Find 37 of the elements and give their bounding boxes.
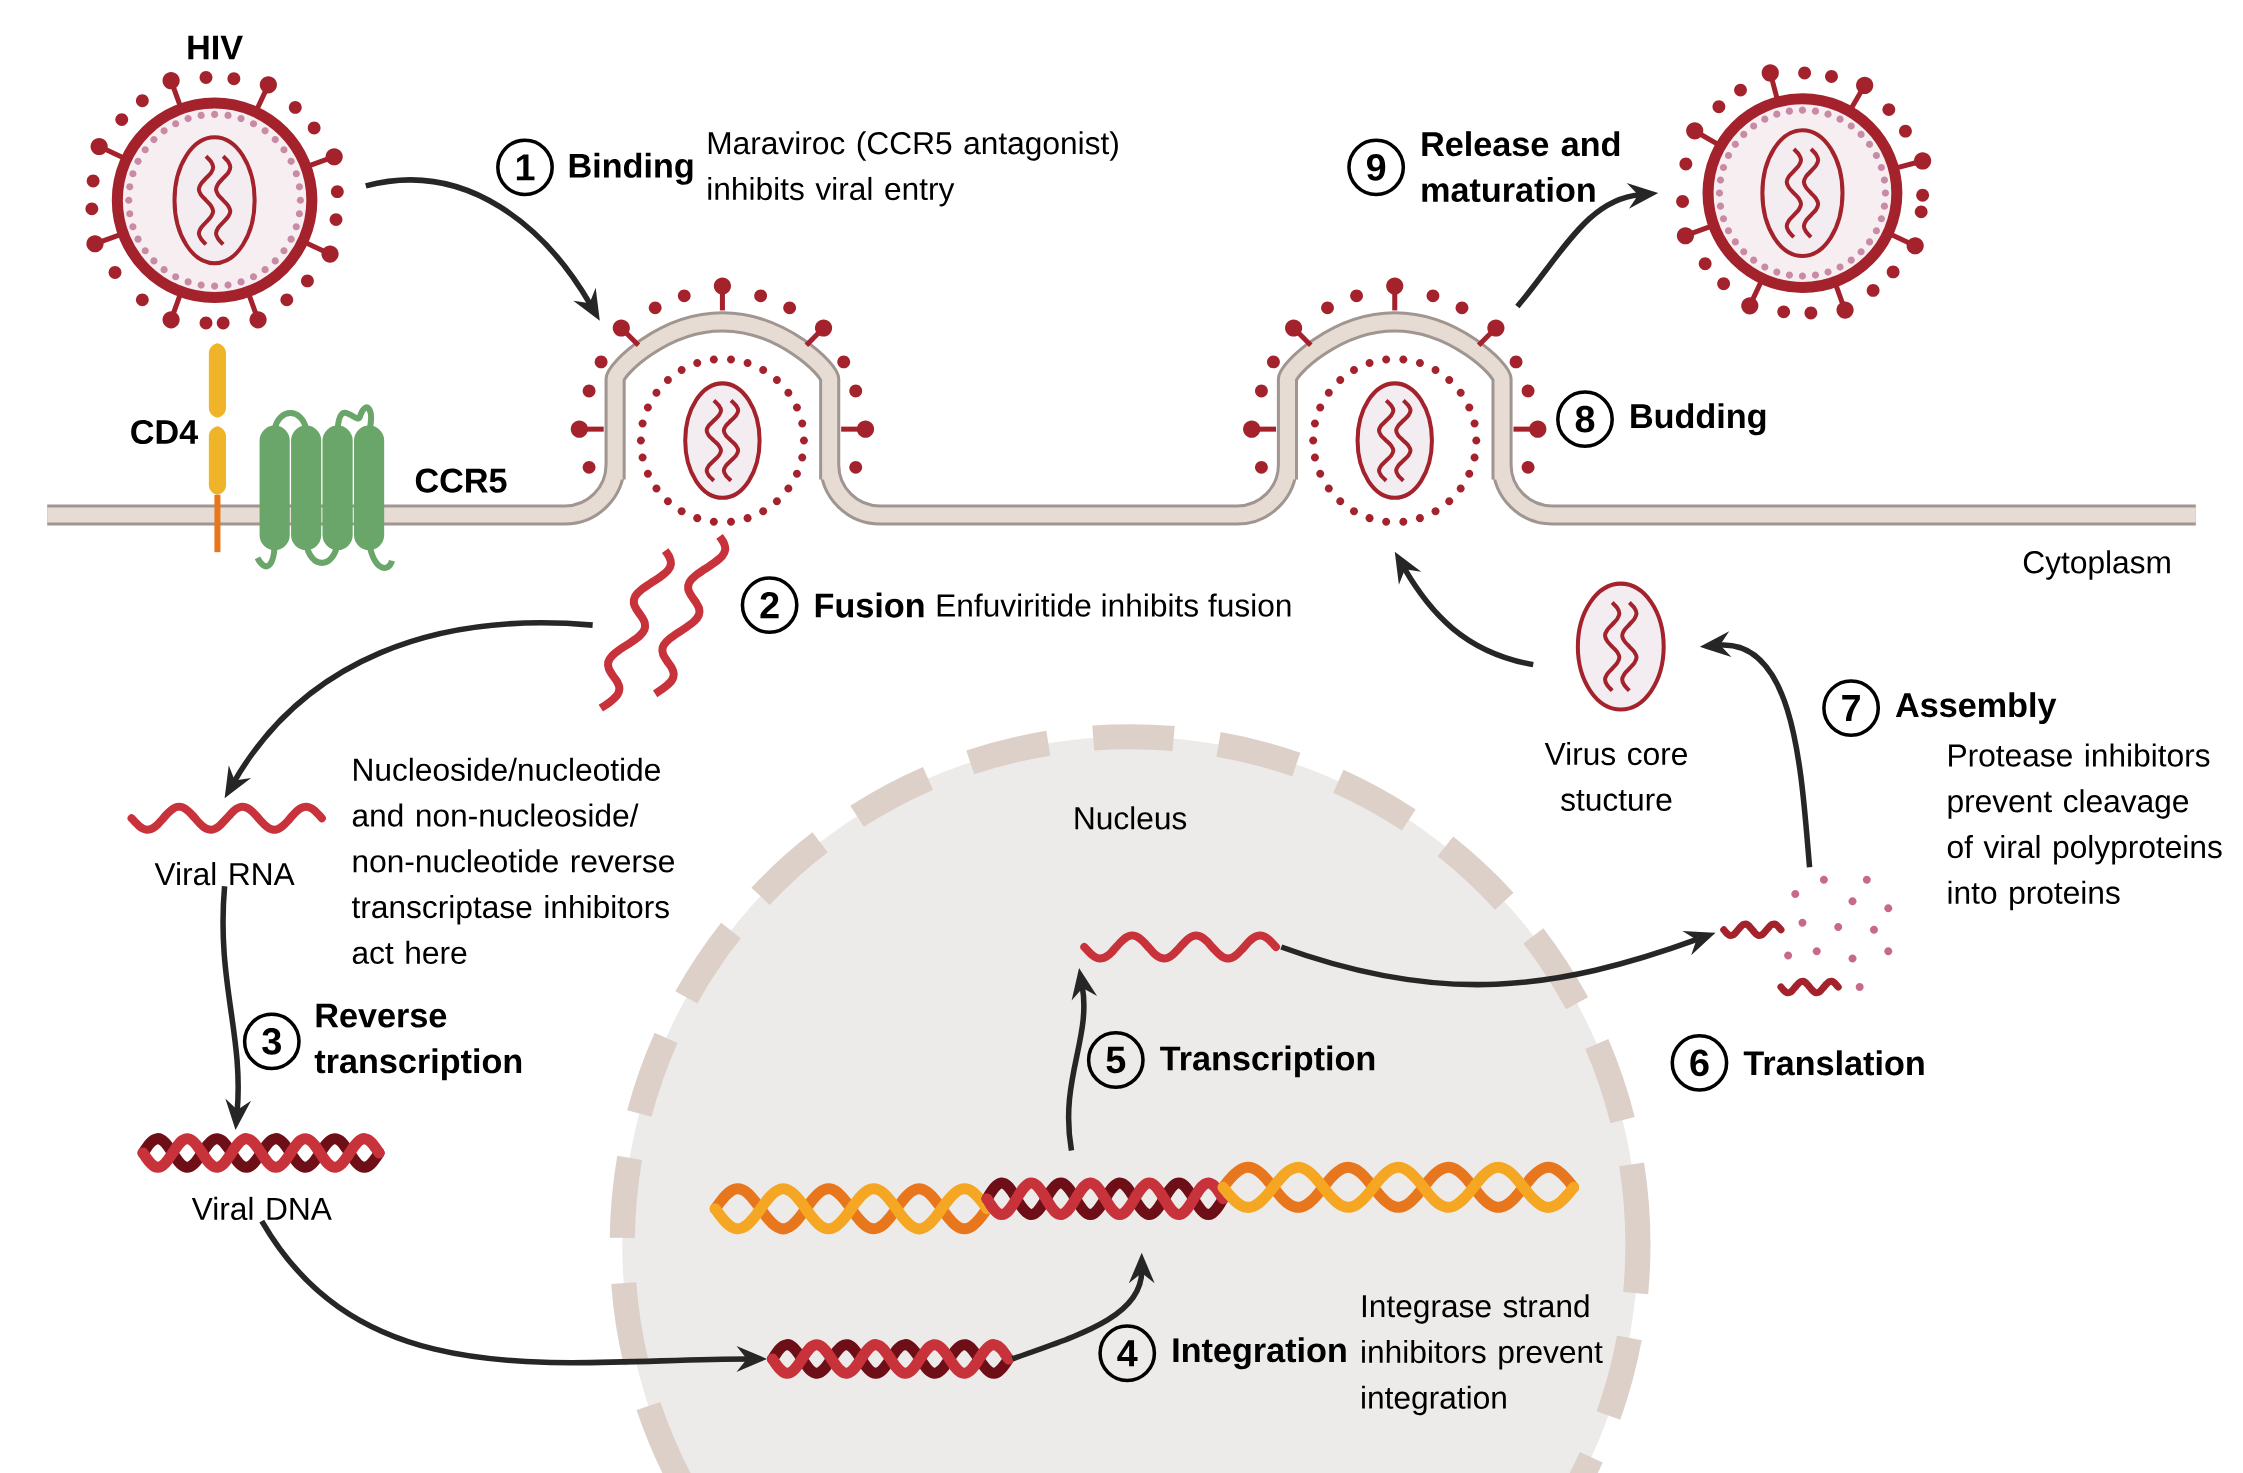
receptor-label: CCR5 — [415, 468, 507, 493]
step-number: 6 — [1670, 1033, 1729, 1092]
viral-rna-drawing — [598, 533, 730, 712]
step-label: Release and maturation — [1422, 131, 1620, 202]
step-label: Reverse transcription — [314, 1003, 522, 1080]
chromosome-drawing — [709, 1161, 1580, 1235]
receptor-label: CD4 — [131, 419, 198, 444]
budding-virus-drawing — [570, 277, 875, 526]
step-label: Assembly — [1895, 691, 2057, 724]
step-label: Fusion — [815, 592, 924, 618]
virus-drawing — [1676, 64, 1932, 320]
step-number: 9 — [1347, 138, 1406, 197]
step-label: Binding — [569, 152, 693, 185]
step-number: 7 — [1822, 678, 1880, 737]
step-label: Budding — [1631, 402, 1766, 435]
budding-virus-drawing — [1243, 277, 1547, 526]
drug-note: Protease inhibitors prevent cleavage of viral polyproteins into proteins — [1947, 743, 2222, 910]
viral-rna-drawing — [1080, 931, 1280, 963]
step-number: 4 — [1098, 1324, 1157, 1382]
region-label: Cytoplasm — [2023, 550, 2170, 580]
step-number: 1 — [496, 138, 554, 197]
step-label: Transcription — [1160, 1045, 1375, 1078]
drug-note: Integrase strand inhibitors prevent integration — [1362, 1293, 1603, 1415]
viral-dna-drawing: Viral DNA — [137, 1132, 385, 1220]
step-number: 2 — [740, 575, 799, 634]
drug-note: Enfuviritide inhibits fusion — [937, 593, 1291, 617]
step-number: 3 — [242, 1012, 301, 1071]
step-label: Integration — [1173, 1337, 1346, 1370]
virus-drawing: HIV — [85, 35, 344, 330]
drug-note: Maraviroc (CCR5 antagonist) inhibits viral entry — [708, 130, 1118, 207]
step-number: 8 — [1556, 390, 1614, 448]
viral-dna-drawing — [766, 1338, 1015, 1379]
viral-rna-drawing: Viral RNA — [127, 802, 326, 886]
step-label: Translation — [1743, 1050, 1924, 1076]
step-number: 5 — [1086, 1030, 1145, 1089]
polyprotein-drawing — [1720, 875, 1893, 997]
node-label: HIV — [188, 35, 243, 60]
